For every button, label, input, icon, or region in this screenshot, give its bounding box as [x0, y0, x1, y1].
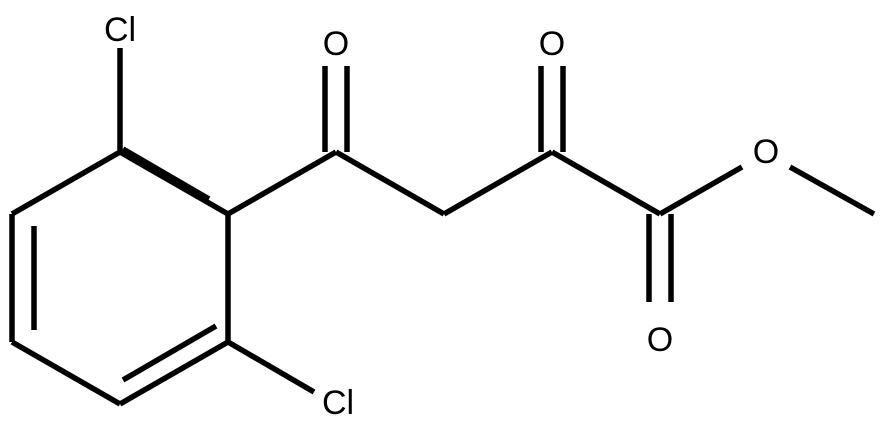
bond-o-methyl — [788, 164, 876, 217]
atom-label-o-ester-single: O — [753, 133, 779, 171]
ring-bond-c4-c5-inner — [121, 323, 218, 383]
bond-carbonyl1-ch2 — [334, 149, 446, 217]
bond-ester-c-o-single — [658, 164, 744, 217]
benzene-ring — [9, 146, 231, 407]
ring-bond-c6-c1 — [118, 149, 230, 217]
bond-ch2-carbonyl2 — [442, 149, 554, 217]
ring-bond-c4-c5 — [118, 339, 230, 407]
ring-bond-c1-c2 — [10, 149, 122, 217]
atom-label-o-ketone-2: O — [539, 25, 565, 63]
atom-label-cl-top: Cl — [104, 11, 136, 49]
bond-carbonyl2-ester-c — [550, 149, 662, 217]
atom-label-cl-bottom: Cl — [322, 384, 354, 422]
ring-bond-c6-c1-inner — [121, 146, 211, 202]
bond-ring-to-carbonyl — [226, 149, 338, 217]
atom-labels: Cl Cl O O O O — [104, 11, 779, 422]
ring-bond-c3-c4 — [10, 339, 122, 407]
substituent-bonds — [117, 48, 876, 395]
bond-c5-cl-bottom — [226, 339, 316, 395]
atom-label-o-ketone-1: O — [323, 25, 349, 63]
atom-label-o-ester-double: O — [647, 321, 673, 359]
